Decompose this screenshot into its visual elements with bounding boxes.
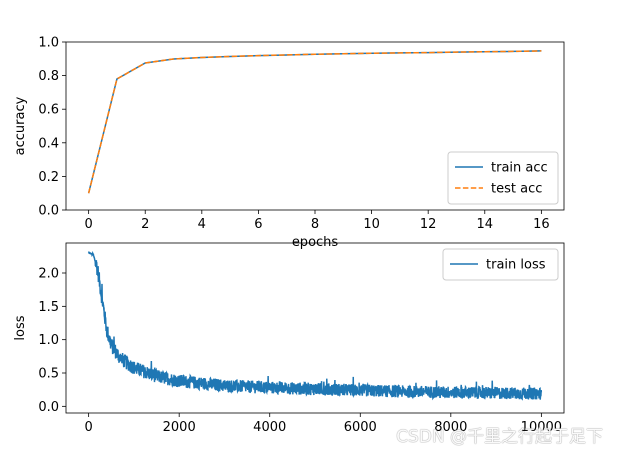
x-tick-label: 8: [311, 217, 319, 232]
x-tick-label: 12: [420, 217, 437, 232]
y-tick-label: 0.4: [38, 136, 59, 151]
y-tick-label: 0.8: [38, 69, 59, 84]
x-tick-label: 0: [84, 217, 92, 232]
x-tick-label: 16: [533, 217, 550, 232]
plot-area: [87, 250, 543, 401]
legend-box: [447, 151, 559, 205]
csdn-watermark: CSDN @千里之行起于足下: [396, 427, 603, 447]
legend: train loss: [442, 248, 559, 281]
legend-label: test acc: [491, 182, 542, 197]
y-tick-label: 0.5: [38, 367, 59, 382]
loss-plot: 0 2000 4000 6000 8000 10000 0.0 0.5 1.0 1.5 2.0 los…: [13, 242, 565, 435]
plot-area: [87, 50, 542, 194]
legend-label: train acc: [491, 161, 548, 176]
axes-frame: [65, 242, 565, 414]
y-tick-label: 0.2: [38, 170, 59, 185]
y-tick-label: 0.6: [38, 103, 59, 118]
x-axis-label: epochs: [292, 235, 339, 250]
x-tick-label: 6000: [344, 420, 377, 435]
accuracy-plot: 0 2 4 6 8 10 12 14 16 0.0 0.2 0.4 0.6 0.8 1.0 accuracy e…: [13, 36, 565, 250]
y-tick-label: 0.0: [38, 400, 59, 415]
legend: train acc test acc: [447, 151, 559, 205]
y-axis-label: loss: [13, 315, 28, 340]
y-tick-label: 0.0: [38, 204, 59, 219]
legend-box: [442, 248, 559, 281]
test-acc-line: [87, 50, 542, 194]
y-tick-label: 2.0: [38, 267, 59, 282]
axes-frame: [65, 41, 565, 211]
x-tick-label: 14: [476, 217, 493, 232]
x-tick-label: 8000: [434, 420, 467, 435]
y-tick-label: 1.0: [38, 36, 59, 51]
x-tick-label: 10000: [521, 420, 562, 435]
x-tick-label: 4000: [253, 420, 286, 435]
legend-label: train loss: [486, 258, 546, 273]
x-tick-label: 6: [254, 217, 262, 232]
y-tick-label: 1.0: [38, 333, 59, 348]
y-axis-label: accuracy: [13, 96, 28, 155]
x-tick-label: 0: [84, 420, 92, 435]
x-tick-label: 10: [363, 217, 380, 232]
x-tick-label: 2: [141, 217, 149, 232]
x-tick-label: 4: [198, 217, 206, 232]
x-tick-label: 2000: [163, 420, 196, 435]
train-loss-line: [87, 250, 543, 401]
y-tick-label: 1.5: [38, 300, 59, 315]
